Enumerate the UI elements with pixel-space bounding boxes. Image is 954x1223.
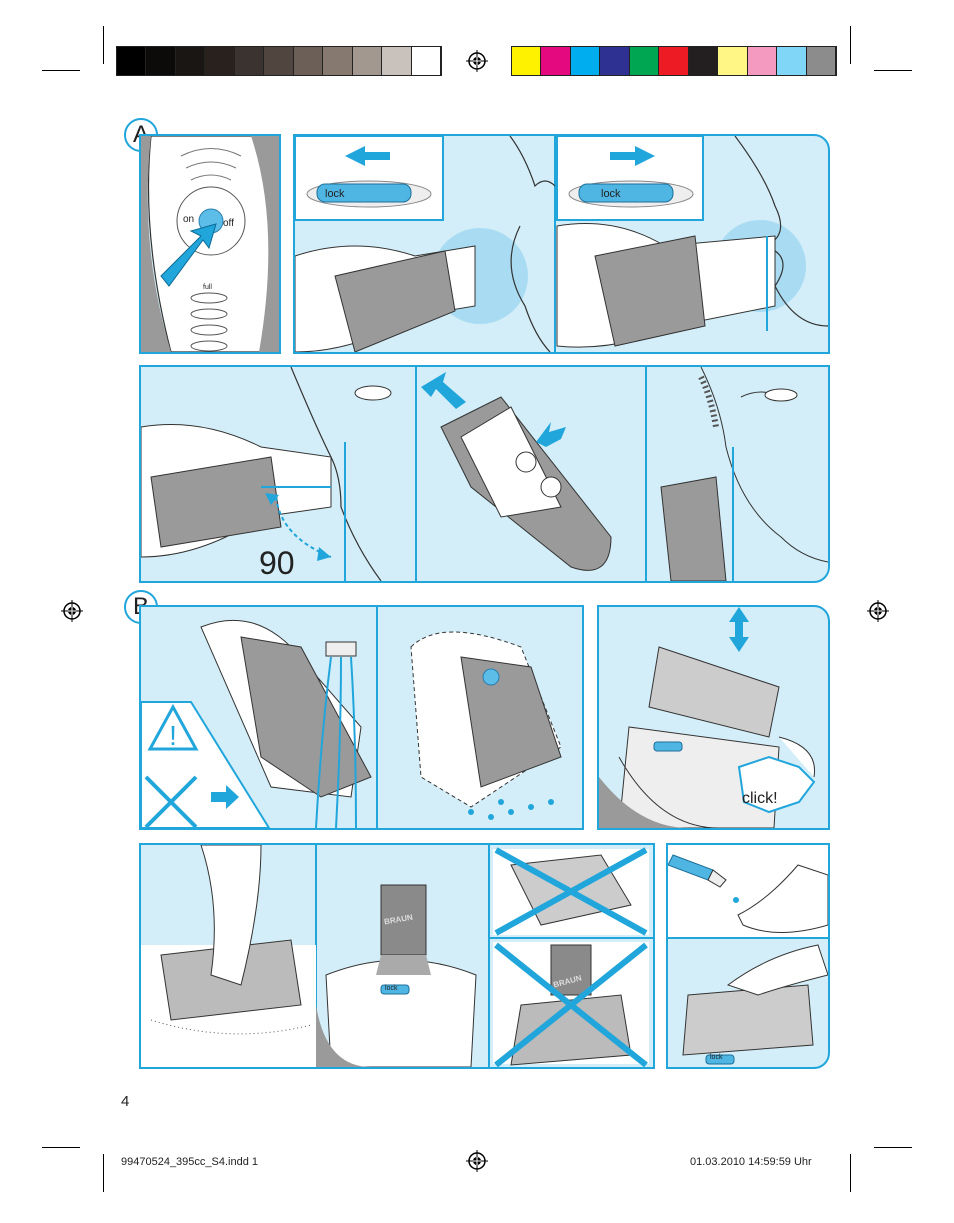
panel-trimmer-group: lock lock [293, 134, 830, 354]
color-swatch [777, 47, 807, 75]
head-click-illustration [599, 607, 816, 828]
color-swatch [117, 47, 147, 75]
crop-mark-tl-h [42, 70, 80, 71]
panel-rinse: ! [139, 605, 584, 830]
crop-mark-br-h [874, 1147, 912, 1148]
registration-mark-icon [466, 1150, 488, 1172]
angle-label: 90 [259, 545, 295, 581]
panel-trimmer-row: 90 [139, 365, 830, 583]
page-number: 4 [121, 1093, 130, 1110]
panel-power-button: on off full [139, 134, 281, 354]
color-swatch [264, 47, 294, 75]
off-label: off [223, 218, 234, 229]
crop-mark-bl-h [42, 1147, 80, 1148]
color-swatch [234, 47, 265, 75]
on-label: on [183, 214, 195, 225]
panel-brush-cleaning: BRAUN BRAUN lock [139, 843, 655, 1069]
color-swatch [293, 47, 324, 75]
trimmer-angle-illustration [141, 367, 828, 581]
click-label: click! [742, 790, 778, 807]
registration-mark-icon [466, 50, 488, 72]
shaver-lock-label: lock [385, 985, 398, 992]
color-swatch [600, 47, 630, 75]
crop-mark-tl-v [103, 26, 104, 64]
color-swatch [570, 47, 601, 75]
process-color-bar [511, 46, 837, 76]
brush-clean-illustration [141, 845, 653, 1067]
color-swatch [175, 47, 206, 75]
color-swatch [352, 47, 383, 75]
oil-illustration [668, 845, 828, 1065]
color-swatch [806, 47, 836, 75]
registration-mark-icon [867, 600, 889, 622]
svg-text:!: ! [169, 720, 177, 751]
full-label: full [203, 284, 212, 291]
color-swatch [747, 47, 778, 75]
crop-mark-tr-h [874, 70, 912, 71]
crop-mark-tr-v [850, 26, 851, 64]
lock-label-left: lock [325, 188, 345, 200]
color-swatch [688, 47, 719, 75]
lock-label-right: lock [601, 188, 621, 200]
color-swatch [146, 47, 176, 75]
color-swatch [659, 47, 689, 75]
color-swatch [205, 47, 235, 75]
footer-filename: 99470524_395cc_S4.indd 1 [121, 1156, 259, 1168]
crop-mark-br-v [850, 1154, 851, 1192]
color-swatch [629, 47, 660, 75]
crop-mark-bl-v [103, 1154, 104, 1192]
shaver-control-illustration [141, 136, 279, 352]
panel-click: click! [597, 605, 830, 830]
trimmer-use-illustration [295, 136, 828, 352]
color-swatch [411, 47, 441, 75]
color-swatch [512, 47, 542, 75]
rinse-illustration: ! [141, 607, 562, 828]
color-swatch [541, 47, 571, 75]
panel-oil: lock [666, 843, 830, 1069]
grayscale-color-bar [116, 46, 442, 76]
color-swatch [323, 47, 353, 75]
color-swatch [382, 47, 412, 75]
shaver-lock-label-oil: lock [710, 1054, 723, 1061]
registration-mark-icon [61, 600, 83, 622]
color-swatch [718, 47, 748, 75]
footer-timestamp: 01.03.2010 14:59:59 Uhr [690, 1156, 812, 1168]
